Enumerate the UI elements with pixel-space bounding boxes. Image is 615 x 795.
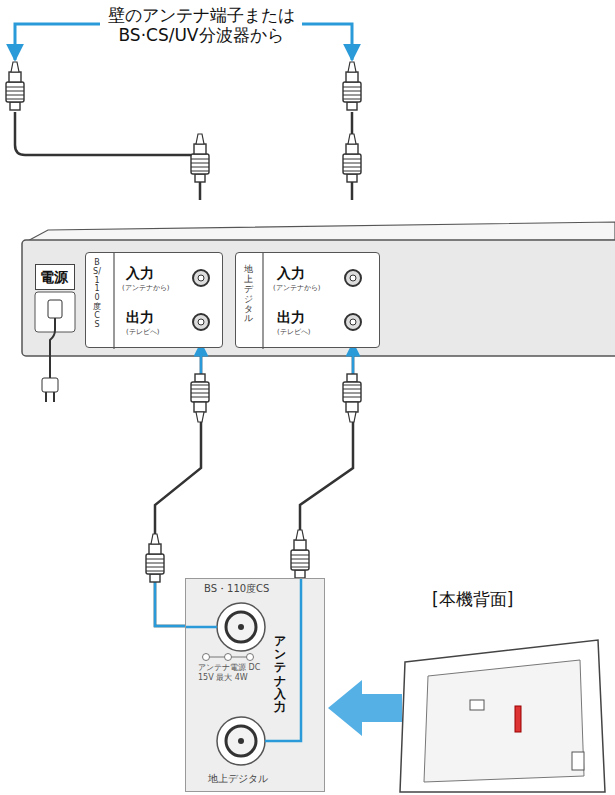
antenna-port: [217, 603, 265, 651]
tv-terminal-mark: [515, 706, 521, 732]
node-text: (アンテナから): [122, 284, 188, 292]
plug-layer: [6, 62, 361, 182]
recorder-body: [22, 240, 615, 356]
node-text: 入力: [126, 265, 154, 282]
node-text: 出力: [277, 309, 305, 326]
node-text: BS/110度CS: [93, 259, 101, 329]
power-cord: [50, 318, 55, 378]
node-text: (アンテナから): [273, 284, 339, 292]
tv-jack: [572, 752, 584, 770]
antenna-port-pin: [238, 738, 244, 744]
tv-vent: [470, 700, 484, 710]
antenna-port-pin: [238, 624, 244, 630]
f-jack: [345, 314, 361, 330]
f-plug: [343, 374, 361, 422]
coax-cable: [300, 343, 353, 578]
node-text: 地上デジタル: [208, 773, 308, 785]
plug-layer: [146, 374, 361, 582]
f-jack-pin: [198, 275, 204, 281]
node-text: BS・110度CS: [204, 583, 304, 595]
cable-end: [265, 579, 301, 741]
polarity-symbol: [247, 654, 254, 661]
node-text: (テレビへ): [126, 328, 186, 336]
cable-end: [186, 626, 217, 629]
f-plug: [146, 534, 164, 582]
view-label: [本機背面]: [432, 590, 582, 610]
output-terminal: 出力 (テレビへ): [116, 301, 220, 343]
zoom-arrow: [328, 680, 402, 736]
bs-terminal-panel: BS/110度CS 入力 (アンテナから) 出力 (テレビへ): [85, 252, 223, 348]
f-plug: [343, 62, 361, 110]
f-jack: [193, 314, 209, 330]
antenna-port-ring: [226, 612, 256, 642]
f-plug: [191, 134, 209, 182]
f-plug: [191, 374, 209, 422]
cable-tip: [352, 347, 355, 376]
plug-prong: [53, 392, 55, 402]
f-plug: [6, 62, 24, 110]
panel-divider: [262, 253, 263, 349]
input-terminal: 入力 (アンテナから): [263, 257, 375, 299]
node-text: 地上デジタル: [244, 265, 253, 324]
node-text: (テレビへ): [277, 328, 337, 336]
source-label: 壁のアンテナ端子または BS·CS/UV分波器から: [103, 6, 299, 45]
plug-prong: [45, 392, 47, 402]
polarity-symbol: [204, 657, 252, 658]
power-plug: [48, 300, 62, 318]
node-text: アンテナ電源 DC 15V 最大 4W: [198, 663, 262, 682]
source-bracket: [15, 24, 100, 60]
antenna-port: [217, 717, 265, 765]
f-jack-pin: [198, 319, 204, 325]
polarity-symbol: [203, 654, 210, 661]
node-text: 出力: [126, 309, 154, 326]
f-plug: [343, 134, 361, 182]
node-text: アンテナ入力: [274, 635, 286, 714]
antenna-port-ring: [226, 726, 256, 756]
f-jack-pin: [350, 319, 356, 325]
tv-antenna-panel: BS・110度CS アンテナ電源 DC 15V 最大 4W アンテナ入力地上デジタル: [185, 578, 325, 792]
f-jack: [345, 270, 361, 286]
node-text: 電源: [40, 269, 68, 286]
power-label-box: 電源: [35, 264, 75, 290]
node-text: 入力: [277, 265, 305, 282]
f-jack-pin: [350, 275, 356, 281]
antenna-cable: [15, 112, 200, 200]
terminal-graphics: [186, 579, 326, 793]
f-plug: [291, 530, 309, 578]
tv-back: [400, 640, 605, 792]
f-jack: [193, 270, 209, 286]
panel-divider: [113, 253, 114, 349]
mains-plug: [42, 378, 58, 392]
output-terminal: 出力 (テレビへ): [263, 301, 375, 343]
polarity-symbol: [225, 654, 232, 661]
terrestrial-terminal-panel: 地上デジタル 入力 (アンテナから) 出力 (テレビへ): [235, 252, 380, 348]
cable-tip: [200, 347, 203, 376]
input-terminal: 入力 (アンテナから): [116, 257, 220, 299]
cable-end: [155, 582, 185, 626]
source-bracket: [302, 24, 352, 60]
tv-back-cover: [424, 660, 584, 782]
